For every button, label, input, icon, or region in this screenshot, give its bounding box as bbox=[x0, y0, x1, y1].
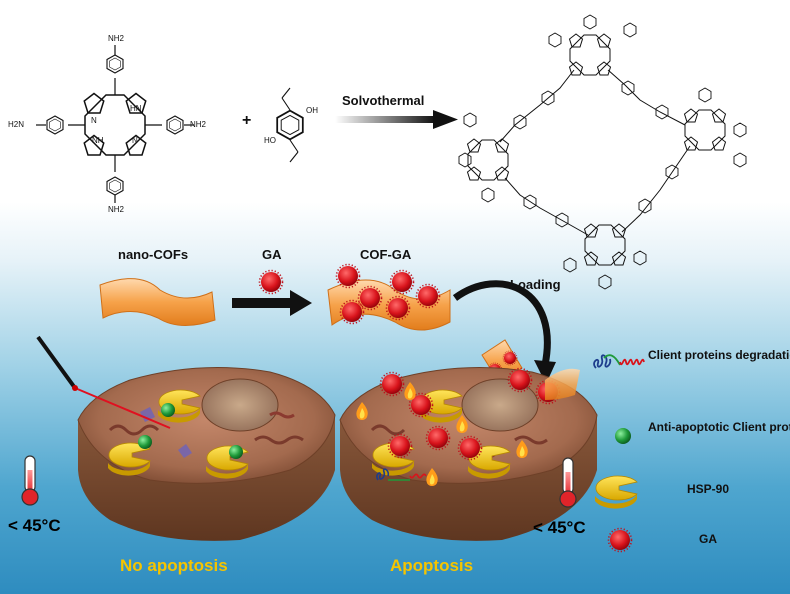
thermometer-icon-right bbox=[559, 457, 577, 508]
loading-label: Loading bbox=[510, 277, 561, 292]
ga-particle-icon bbox=[607, 527, 633, 553]
laser-fiber bbox=[36, 335, 171, 429]
legend-label-anti-apoptotic: Anti-apoptotic Client proteins bbox=[648, 420, 790, 434]
nano-cofs-label: nano-COFs bbox=[118, 247, 189, 262]
aldehyde-oh-right: OH bbox=[306, 106, 318, 115]
solvothermal-label: Solvothermal bbox=[342, 93, 425, 108]
left-cell bbox=[77, 367, 336, 541]
cof-ga-sheet bbox=[327, 263, 451, 331]
porphyrin-right-amine: NH2 bbox=[190, 120, 207, 129]
left-temperature-label: < 45°C bbox=[8, 516, 61, 535]
right-status-label: Apoptosis bbox=[390, 556, 474, 575]
legend-label-client-proteins-degradation: Client proteins degradation bbox=[648, 348, 790, 362]
porphyrin-monomer bbox=[36, 45, 194, 203]
legend-label-hsp90: HSP-90 bbox=[686, 482, 730, 496]
porphyrin-nh-top-right: HN bbox=[130, 104, 142, 113]
ga-particle bbox=[258, 269, 284, 295]
anti-apoptotic-protein-icon bbox=[615, 428, 631, 444]
porphyrin-left-amine: H2N bbox=[8, 120, 25, 129]
porphyrin-n-bottom-right: N bbox=[132, 136, 138, 145]
left-status-label: No apoptosis bbox=[120, 556, 228, 575]
porphyrin-top-amine: NH2 bbox=[108, 34, 125, 43]
legend-label-ga: GA bbox=[699, 532, 717, 546]
right-cell bbox=[339, 367, 598, 541]
loading-arrow-horizontal bbox=[232, 290, 312, 316]
solvothermal-arrow bbox=[335, 110, 458, 129]
plus-sign: + bbox=[242, 112, 252, 129]
ga-label: GA bbox=[262, 247, 282, 262]
hsp90-icon bbox=[594, 475, 638, 510]
right-temperature-label: < 45°C bbox=[533, 518, 586, 537]
client-protein-degradation-icon bbox=[593, 354, 645, 369]
thermometer-icon-left bbox=[21, 455, 39, 506]
aldehyde-monomer bbox=[276, 87, 304, 163]
porphyrin-nh-bottom-left: NH bbox=[92, 136, 104, 145]
aldehyde-oh-left: HO bbox=[264, 136, 276, 145]
porphyrin-n-top-left: N bbox=[91, 116, 97, 125]
cof-ga-label: COF-GA bbox=[360, 247, 412, 262]
loading-curved-arrow bbox=[452, 280, 556, 384]
nano-cof-sheet bbox=[99, 278, 216, 326]
porphyrin-bottom-amine: NH2 bbox=[108, 205, 125, 214]
cof-framework bbox=[458, 14, 747, 290]
